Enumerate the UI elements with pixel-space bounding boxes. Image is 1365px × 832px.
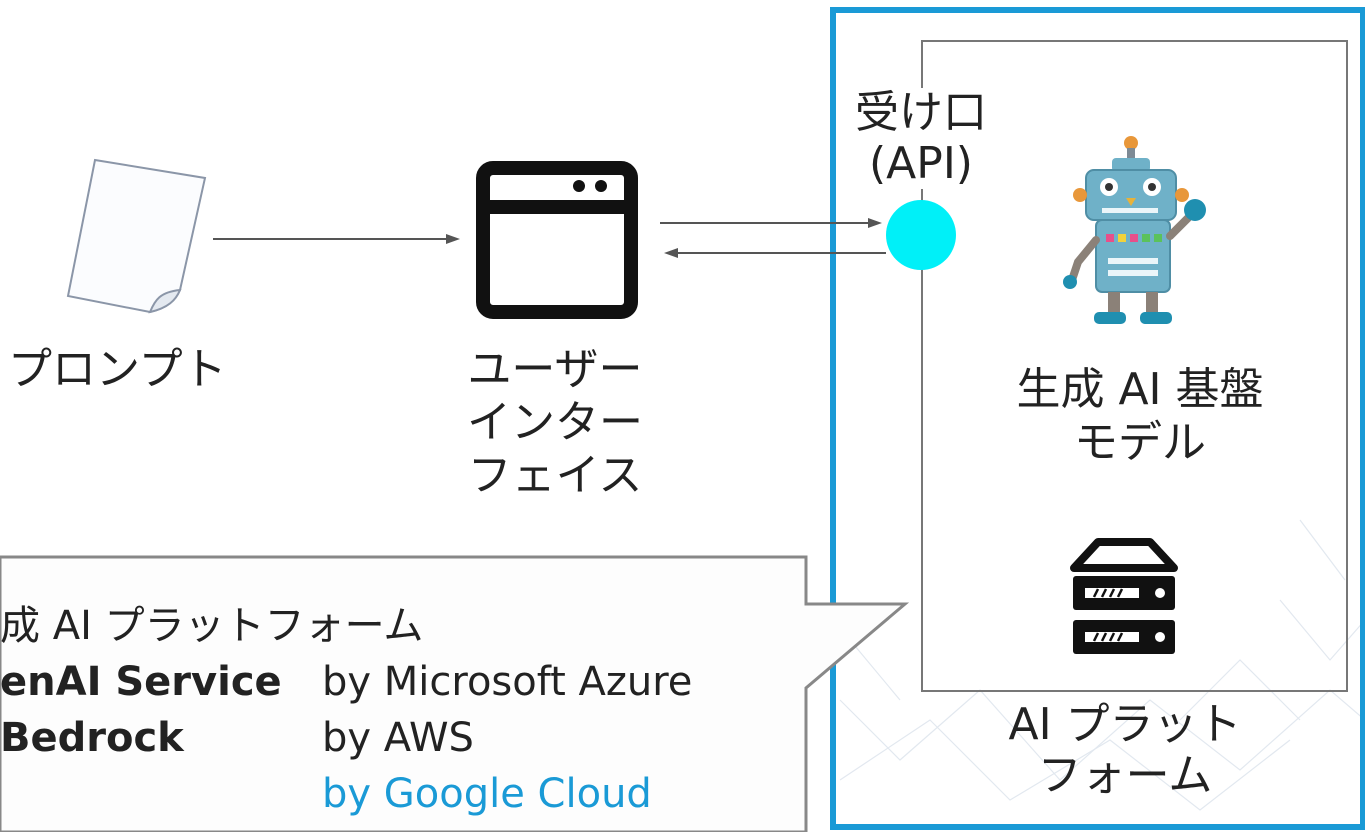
browser-window-icon (476, 161, 638, 319)
ui-label-line-1: ユーザー (467, 344, 643, 395)
callout-row-1-provider: by Microsoft Azure (322, 659, 693, 705)
platform-label-line-1: AI プラット (1008, 699, 1242, 750)
callout-row-2-provider: by AWS (322, 715, 474, 761)
platform-box (830, 7, 1365, 830)
model-label: 生成 AI 基盤 モデル (975, 364, 1305, 470)
platform-label: AI プラット フォーム (965, 699, 1285, 801)
network-background (839, 519, 1365, 811)
callout-title: 成 AI プラットフォーム (0, 603, 424, 649)
server-icon (1070, 538, 1178, 654)
ui-label: ユーザー インター フェイス (440, 344, 670, 502)
callout-bubble (0, 555, 910, 832)
document-icon (66, 158, 207, 314)
prompt-label: プロンプト (8, 344, 227, 395)
callout-row-3-provider: by Google Cloud (322, 771, 652, 817)
robot-icon (1063, 136, 1206, 324)
model-box (921, 40, 1348, 692)
arrow-ui-to-api (660, 218, 882, 228)
api-label-line-2: (API) (869, 137, 973, 189)
model-label-line-2: モデル (1074, 416, 1206, 468)
arrow-prompt-to-ui (213, 234, 460, 244)
model-label-line-1: 生成 AI 基盤 (1016, 364, 1264, 415)
api-label-line-1: 受け口 (855, 87, 987, 138)
platform-label-line-2: フォーム (1037, 749, 1213, 801)
arrow-api-to-ui (664, 248, 886, 258)
callout-row-1-service: enAI Service (0, 659, 282, 705)
ui-label-line-3: フェイス (467, 449, 643, 501)
callout-row-2-service: Bedrock (0, 715, 184, 761)
ui-label-line-2: インター (467, 396, 643, 448)
api-endpoint-dot (886, 200, 956, 270)
api-label: 受け口 (API) (838, 87, 1004, 190)
